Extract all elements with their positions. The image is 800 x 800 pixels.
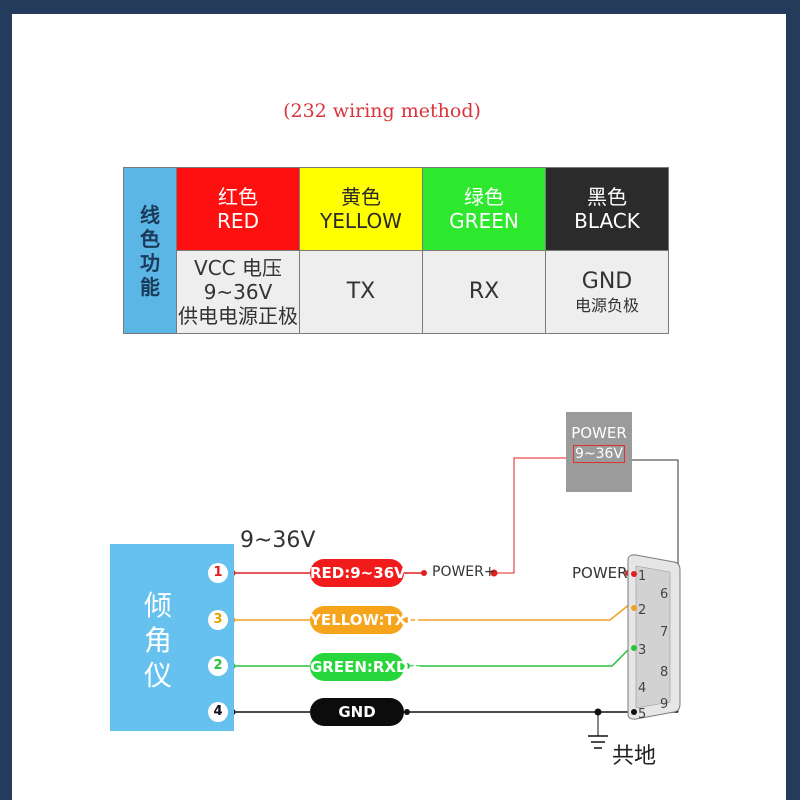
db9-pin-1: 1 [638, 569, 646, 584]
pin-1: 1 [208, 563, 228, 583]
function-black-sub: 电源负极 [574, 295, 639, 315]
power-supply-title: POWER [571, 424, 627, 442]
db9-pin-3: 3 [638, 643, 646, 658]
color-en-yellow: YELLOW [320, 209, 402, 233]
wire-yellow-right [404, 603, 631, 621]
wire-black-dot-right [404, 709, 410, 715]
db9-power-label: POWER [572, 564, 628, 582]
pin-2: 2 [208, 656, 228, 676]
color-en-black: BLACK [574, 209, 640, 233]
wire-label-green: GREEN:RXD+ [310, 653, 421, 681]
db9-dot-3 [631, 645, 637, 651]
diagram-title: (232 wiring method) [283, 100, 481, 122]
color-cell-black: 黑色 BLACK [545, 167, 669, 251]
wire-label-yellow: YELLOW:TXD [310, 606, 419, 634]
db9-inner [635, 565, 671, 709]
wire-red-dot-mid [421, 570, 427, 576]
color-cell-yellow: 黄色 YELLOW [299, 167, 423, 251]
db9-dot-5 [631, 709, 637, 715]
function-cell-green: RX [422, 250, 546, 334]
wire-color-table: 线色功能 红色 RED 黄色 YELLOW 绿色 GREEN 黑色 BLACK … [123, 167, 669, 334]
pin-4-number: 4 [213, 704, 223, 719]
color-cn-yellow: 黄色 [341, 185, 381, 209]
device-label: 倾角仪 [144, 589, 173, 692]
db9-pin-8: 8 [660, 665, 668, 680]
color-en-red: RED [217, 209, 259, 233]
color-cn-green: 绿色 [464, 185, 504, 209]
db9-connector: 1 2 3 4 5 6 7 8 9 [627, 554, 681, 722]
db9-dot-1 [631, 571, 637, 577]
function-black-main: GND [581, 269, 633, 295]
diagram-canvas: (232 wiring method) 线色功能 红色 RED 黄色 YELLO… [12, 14, 786, 800]
common-ground-label: 共地 [612, 744, 657, 769]
db9-pin-5: 5 [638, 707, 646, 722]
color-cn-black: 黑色 [587, 185, 627, 209]
pin-2-number: 2 [213, 658, 223, 673]
db9-dot-2 [631, 605, 637, 611]
db9-pin-4: 4 [638, 681, 646, 696]
color-en-green: GREEN [449, 209, 519, 233]
wire-green-right [404, 647, 631, 667]
function-cell-red: VCC 电压9~36V 供电电源正极 [176, 250, 300, 334]
pin-4: 4 [208, 702, 228, 722]
pin-3-number: 3 [213, 612, 223, 627]
db9-pin-2: 2 [638, 603, 646, 618]
function-red-line2: 供电电源正极 [178, 304, 298, 328]
wire-yellow-dot-right [404, 617, 410, 623]
power-plus-label: POWER+ [432, 564, 496, 580]
voltage-label: 9~36V [240, 528, 316, 553]
wire-function-header-text: 线色功能 [140, 202, 160, 299]
function-cell-yellow: TX [299, 250, 423, 334]
power-supply-voltage: 9~36V [573, 445, 625, 463]
function-red-line1: VCC 电压9~36V [194, 256, 282, 304]
pin-1-number: 1 [213, 565, 223, 580]
wire-label-red: RED:9~36V [310, 559, 406, 587]
color-cn-red: 红色 [218, 185, 258, 209]
power-supply-box: POWER 9~36V [566, 412, 632, 492]
pin-3: 3 [208, 610, 228, 630]
db9-pin-7: 7 [660, 625, 668, 640]
wire-green-dot-right [404, 663, 410, 669]
color-cell-green: 绿色 GREEN [422, 167, 546, 251]
function-cell-black: GND 电源负极 [545, 250, 669, 334]
color-cell-red: 红色 RED [176, 167, 300, 251]
wire-red-to-psu [494, 457, 566, 574]
db9-pin-6: 6 [660, 587, 668, 602]
db9-pin-9: 9 [660, 697, 668, 712]
wire-label-gnd: GND [310, 698, 404, 726]
